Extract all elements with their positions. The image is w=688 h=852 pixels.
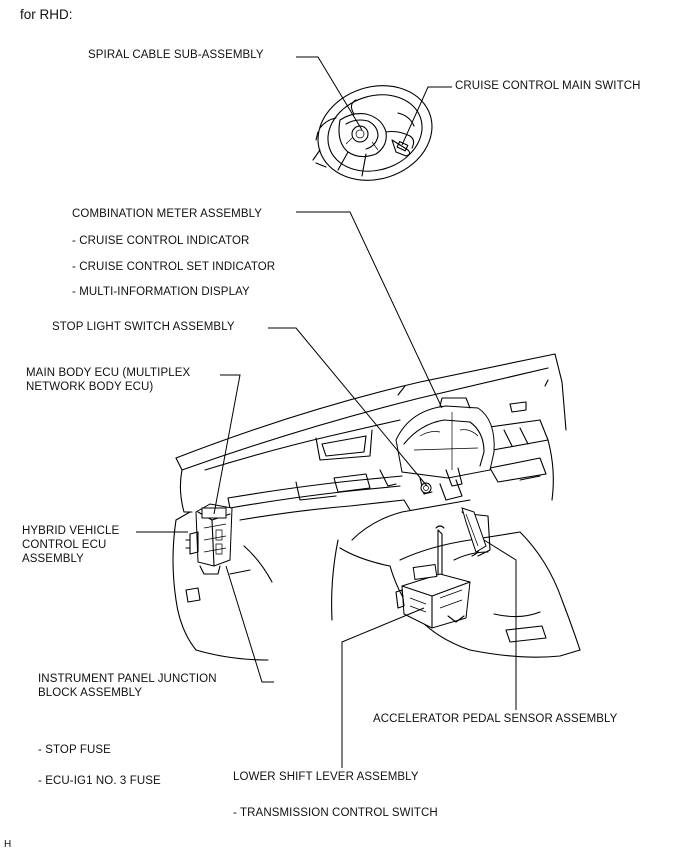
dashboard-drawing [172,353,581,661]
label-stop-fuse: - STOP FUSE [38,744,111,756]
label-main-body-ecu-line1: MAIN BODY ECU (MULTIPLEX [26,367,191,379]
label-cruise-main-switch: CRUISE CONTROL MAIN SWITCH [455,80,641,92]
label-ip-junction-line2: BLOCK ASSEMBLY [38,687,143,699]
label-spiral-cable: SPIRAL CABLE SUB-ASSEMBLY [88,49,264,61]
combination-meter-drawing [395,397,495,501]
label-hv-ecu-line3: ASSEMBLY [22,553,84,565]
page-header: for RHD: [20,7,73,22]
shift-lever-drawing [395,525,471,629]
label-ip-junction-line1: INSTRUMENT PANEL JUNCTION [38,673,217,685]
label-transmission-control-switch: - TRANSMISSION CONTROL SWITCH [233,807,438,819]
steering-wheel-drawing [312,85,433,181]
label-cruise-indicator: - CRUISE CONTROL INDICATOR [72,235,250,247]
accelerator-pedal-drawing [461,507,487,553]
label-hv-ecu-line2: CONTROL ECU [22,539,107,551]
leader-lines [136,56,517,768]
label-lower-shift-lever: LOWER SHIFT LEVER ASSEMBLY [233,771,419,783]
label-cruise-set-indicator: - CRUISE CONTROL SET INDICATOR [72,261,276,273]
label-accelerator-pedal: ACCELERATOR PEDAL SENSOR ASSEMBLY [373,713,618,725]
label-combination-meter: COMBINATION METER ASSEMBLY [72,208,263,220]
label-ecu-ig1-fuse: - ECU-IG1 NO. 3 FUSE [38,775,161,787]
label-stop-light-switch: STOP LIGHT SWITCH ASSEMBLY [52,321,235,333]
label-main-body-ecu-line2: NETWORK BODY ECU) [26,381,154,393]
ecu-junction-drawing [185,503,233,575]
label-hv-ecu-line1: HYBRID VEHICLE [22,525,120,537]
page-footer-code: H [4,839,12,850]
label-multi-info-display: - MULTI-INFORMATION DISPLAY [72,286,250,298]
